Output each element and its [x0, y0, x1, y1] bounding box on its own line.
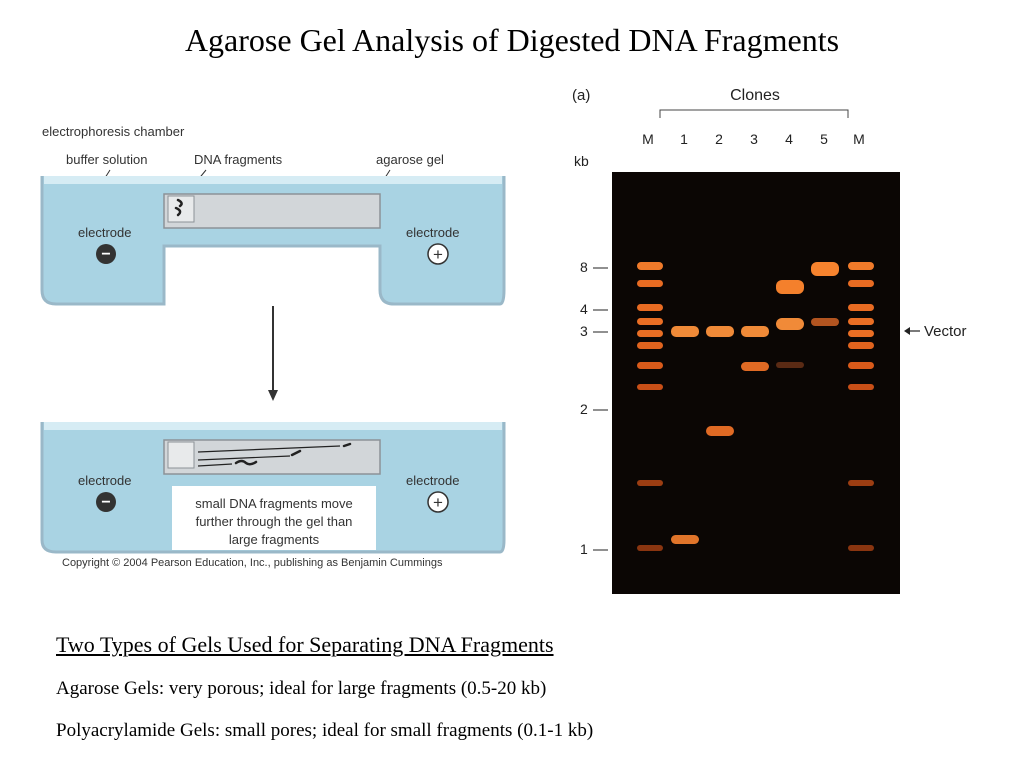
ladder-band: [637, 304, 663, 311]
negative-electrode-bottom-icon: [96, 492, 116, 512]
lane-3-band-insert: [741, 362, 769, 371]
agarose-gel-top: [163, 193, 381, 229]
minus-sign: −: [101, 246, 110, 263]
electrode-left-bottom-label: electrode: [78, 473, 131, 488]
migration-arrow-2: [197, 455, 291, 461]
migrated-fragments-icon: [234, 442, 352, 466]
agarose-gel-label: agarose gel: [376, 152, 444, 167]
ladder-band: [848, 318, 874, 325]
lane-2-band-vector: [706, 326, 734, 337]
minus-sign-bottom: −: [101, 494, 110, 511]
tick-label-2: 2: [580, 401, 588, 417]
down-arrow-icon: [268, 390, 278, 401]
copyright-text: Copyright © 2004 Pearson Education, Inc.…: [62, 557, 443, 569]
panel-label: (a): [572, 87, 590, 104]
buffer-surface-top: [44, 176, 502, 184]
note-line-3: large fragments: [229, 532, 320, 547]
positive-electrode-icon: [427, 243, 449, 265]
ladder-band: [637, 545, 663, 551]
well-bottom: [167, 441, 195, 469]
note-line-2: further through the gel than: [196, 514, 353, 529]
negative-electrode-icon: [96, 244, 116, 264]
gel-body: [612, 172, 900, 594]
well-top: [167, 195, 195, 223]
caption-line-1: Agarose Gels: very porous; ideal for lar…: [56, 678, 547, 699]
tick-label-3: 3: [580, 323, 588, 339]
lane-2-band-insert: [706, 426, 734, 436]
tick-label-1: 1: [580, 541, 588, 557]
buffer-surface-bottom: [44, 422, 502, 430]
clones-label: Clones: [730, 87, 780, 104]
caption-heading: Two Types of Gels Used for Separating DN…: [56, 632, 554, 657]
electrode-right-bottom-label: electrode: [406, 473, 459, 488]
gel-bands: [637, 262, 874, 551]
electrophoresis-diagram: electrophoresis chamber buffer solution …: [40, 124, 506, 569]
gel-photo: (a) Clones M 1 2 3 4 5 M kb 8 4 3 2 1: [560, 78, 980, 600]
lane-label-m-right: M: [853, 131, 865, 147]
lane-5-band-faint: [811, 318, 839, 326]
size-ticks: 8 4 3 2 1: [580, 259, 608, 557]
ladder-band: [848, 480, 874, 486]
dna-fragments-label: DNA fragments: [194, 152, 283, 167]
lane-3-band-vector: [741, 326, 769, 337]
lane-4-band-large: [776, 280, 804, 294]
caption-line-2: Polyacrylamide Gels: small pores; ideal …: [56, 720, 594, 741]
lane-label-4: 4: [785, 131, 793, 147]
chamber-label: electrophoresis chamber: [42, 124, 185, 139]
plus-sign: +: [433, 245, 443, 264]
ladder-band: [637, 318, 663, 325]
migration-arrow-1: [197, 445, 341, 453]
ladder-band: [848, 280, 874, 287]
vector-arrow-icon: [904, 327, 910, 335]
lane-label-5: 5: [820, 131, 828, 147]
ladder-band: [637, 384, 663, 390]
note-box: [172, 486, 376, 550]
clones-bracket: [659, 109, 849, 118]
ladder-band: [848, 362, 874, 369]
electrode-right-top-label: electrode: [406, 225, 459, 240]
ladder-band: [637, 480, 663, 486]
ladder-band: [848, 342, 874, 349]
migration-arrow-3: [197, 463, 233, 467]
note-line-1: small DNA fragments move: [195, 496, 353, 511]
kb-label: kb: [574, 153, 589, 169]
ladder-band: [848, 545, 874, 551]
lane-5-band-large: [811, 262, 839, 276]
lane-4-band-vector: [776, 318, 804, 330]
ladder-band: [848, 330, 874, 337]
positive-electrode-bottom-icon: [427, 491, 449, 513]
lane-labels: M 1 2 3 4 5 M: [642, 131, 865, 147]
plus-sign-bottom: +: [433, 493, 443, 512]
lane-label-1: 1: [680, 131, 688, 147]
lane-label-m-left: M: [642, 131, 654, 147]
ladder-band: [637, 262, 663, 270]
ladder-band: [637, 362, 663, 369]
lane-label-2: 2: [715, 131, 723, 147]
lane-1-band-small: [671, 535, 699, 544]
vector-label: Vector: [924, 323, 967, 340]
buffer-label: buffer solution: [66, 152, 147, 167]
ladder-band: [848, 262, 874, 270]
ladder-band: [637, 330, 663, 337]
tick-label-4: 4: [580, 301, 588, 317]
page-title: Agarose Gel Analysis of Digested DNA Fra…: [184, 22, 840, 58]
tick-label-8: 8: [580, 259, 588, 275]
ladder-band: [637, 342, 663, 349]
ladder-band: [637, 280, 663, 287]
ladder-band: [848, 304, 874, 311]
lane-label-3: 3: [750, 131, 758, 147]
electrode-left-top-label: electrode: [78, 225, 131, 240]
lane-1-band-vector: [671, 326, 699, 337]
dna-fragments-icon: [174, 198, 183, 217]
ladder-band: [848, 384, 874, 390]
chamber-top: [40, 176, 506, 306]
lane-4-band-faint: [776, 362, 804, 368]
